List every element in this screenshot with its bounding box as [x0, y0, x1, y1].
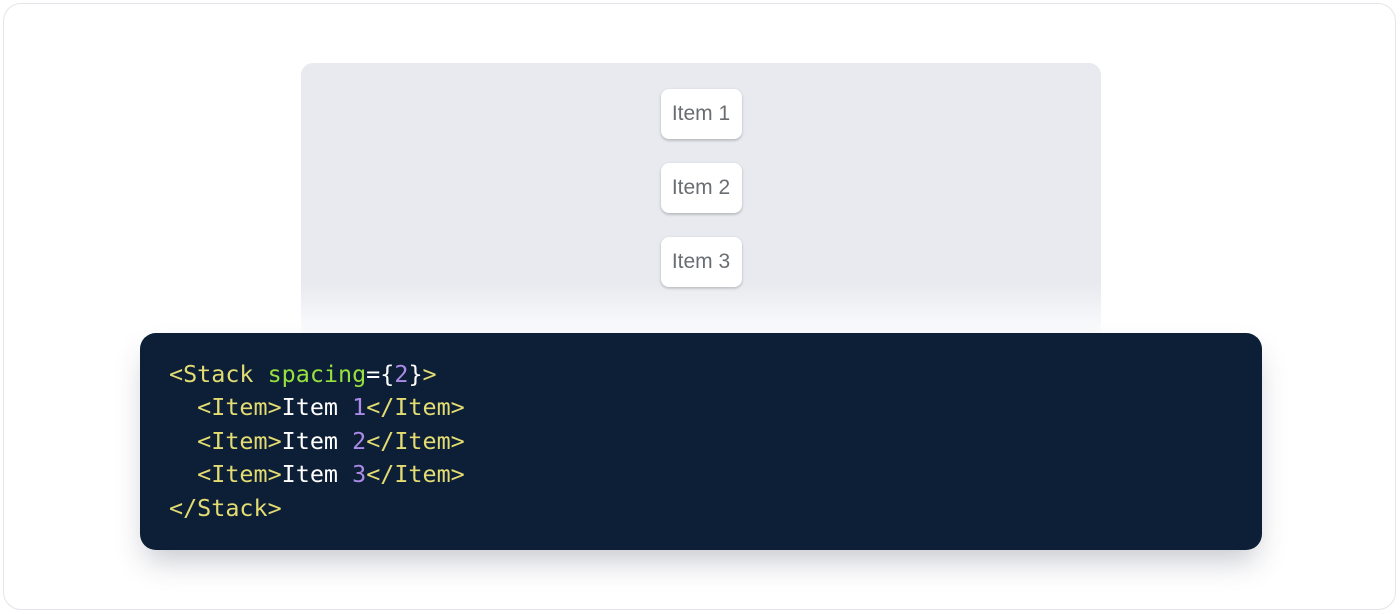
code-token-attr: spacing: [267, 360, 367, 388]
code-token-tag: </Item>: [366, 426, 465, 455]
code-line: <Item>Item 2</Item>: [169, 425, 1262, 458]
code-token-plain: {: [380, 360, 395, 388]
code-line: <Item>Item 3</Item>: [169, 458, 1262, 491]
code-token-tag: <Item>: [197, 393, 282, 422]
code-token-tag: <Stack: [169, 360, 268, 388]
code-token-plain: =: [366, 360, 381, 388]
code-token-plain: Item: [281, 426, 353, 455]
code-line: </Stack>: [169, 492, 1262, 525]
code-token-plain: Item: [281, 393, 353, 422]
code-token-plain: [169, 460, 197, 488]
code-token-tag: </Stack>: [169, 493, 282, 522]
code-token-num: 3: [352, 460, 367, 489]
code-token-tag: <Item>: [197, 460, 282, 489]
stack-item-card: Item 3: [660, 237, 742, 287]
code-token-tag: </Item>: [366, 393, 465, 422]
stack-item-card: Item 2: [660, 163, 742, 213]
code-block: <Stack spacing={2}> <Item>Item 1</Item> …: [140, 333, 1262, 550]
code-token-tag: >: [422, 360, 437, 388]
code-token-num: 2: [394, 360, 409, 388]
code-token-num: 2: [352, 426, 367, 455]
code-token-tag: </Item>: [366, 460, 465, 489]
code-content: <Stack spacing={2}> <Item>Item 1</Item> …: [169, 358, 1262, 525]
code-token-plain: [169, 393, 197, 421]
code-token-tag: <Item>: [197, 426, 282, 455]
code-token-plain: [169, 427, 197, 455]
code-token-num: 1: [352, 393, 367, 422]
code-token-plain: Item: [281, 460, 353, 489]
stack-item-card: Item 1: [660, 89, 742, 139]
code-line: <Item>Item 1</Item>: [169, 391, 1262, 424]
stack-demo-panel: Item 1 Item 2 Item 3: [301, 63, 1101, 333]
code-line: <Stack spacing={2}>: [169, 358, 1262, 391]
code-token-plain: }: [408, 360, 423, 388]
